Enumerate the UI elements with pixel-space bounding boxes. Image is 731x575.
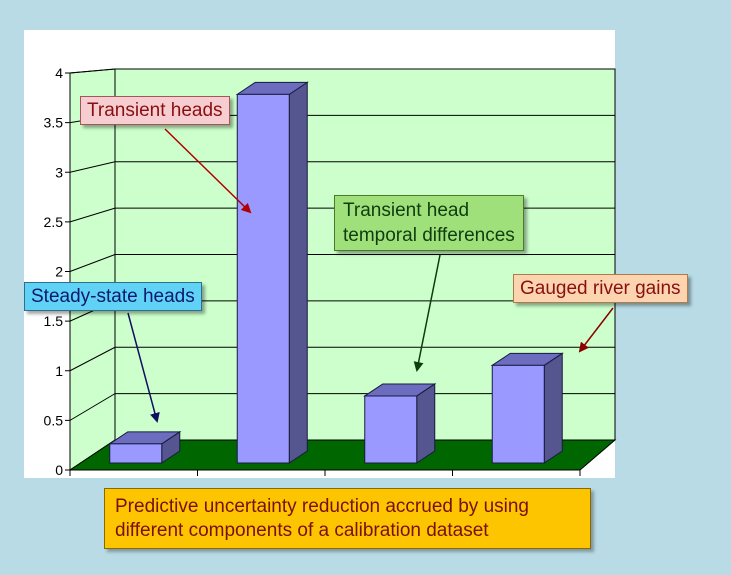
y-tick-label: 0.5 bbox=[44, 412, 64, 428]
arrow-steady bbox=[127, 312, 160, 423]
annotation-transient-heads: Transient heads bbox=[80, 96, 230, 125]
y-tick-label: 4 bbox=[55, 65, 63, 81]
bar bbox=[363, 383, 437, 464]
gridline-side bbox=[69, 254, 116, 272]
bar-front bbox=[109, 443, 163, 464]
y-tick-label: 1.5 bbox=[44, 313, 64, 329]
annotation-transient-head-temporal-differences: Transient head temporal differences bbox=[334, 195, 524, 251]
gridline-side bbox=[69, 68, 116, 74]
bar-side bbox=[543, 352, 563, 464]
arrow-transient bbox=[164, 128, 252, 214]
y-tick-label: 2 bbox=[55, 264, 63, 280]
bar bbox=[490, 352, 564, 464]
bar bbox=[235, 81, 309, 464]
gridline-side bbox=[69, 346, 116, 372]
bar-front bbox=[491, 364, 545, 464]
bar-front bbox=[364, 395, 418, 464]
bar-front bbox=[236, 93, 290, 464]
annotation-gauged-river-gains: Gauged river gains bbox=[513, 274, 688, 303]
gridline-side bbox=[69, 393, 116, 421]
gridline-side bbox=[69, 161, 116, 173]
arrow-river bbox=[578, 307, 614, 353]
caption-line-2: different components of a calibration da… bbox=[115, 520, 489, 541]
gridline-side bbox=[69, 207, 116, 223]
arrow-temporal bbox=[413, 254, 441, 372]
bar-side bbox=[416, 383, 436, 464]
annotation-temporal-line-1: Transient head bbox=[343, 200, 470, 221]
side-wall bbox=[69, 68, 116, 471]
y-tick-label: 1 bbox=[55, 363, 63, 379]
annotation-steady-state-heads: Steady-state heads bbox=[24, 282, 202, 311]
annotation-arrows bbox=[127, 128, 614, 423]
figure-caption: Predictive uncertainty reduction accrued… bbox=[104, 488, 591, 549]
y-tick-label: 3.5 bbox=[44, 115, 64, 131]
y-tick-label: 3 bbox=[55, 164, 63, 180]
bar bbox=[108, 430, 182, 464]
annotation-temporal-line-2: temporal differences bbox=[343, 225, 515, 246]
y-tick-label: 2.5 bbox=[44, 214, 64, 230]
y-tick-label: 0 bbox=[55, 462, 63, 478]
caption-line-1: Predictive uncertainty reduction accrued… bbox=[115, 496, 530, 517]
bar-side bbox=[288, 81, 308, 464]
